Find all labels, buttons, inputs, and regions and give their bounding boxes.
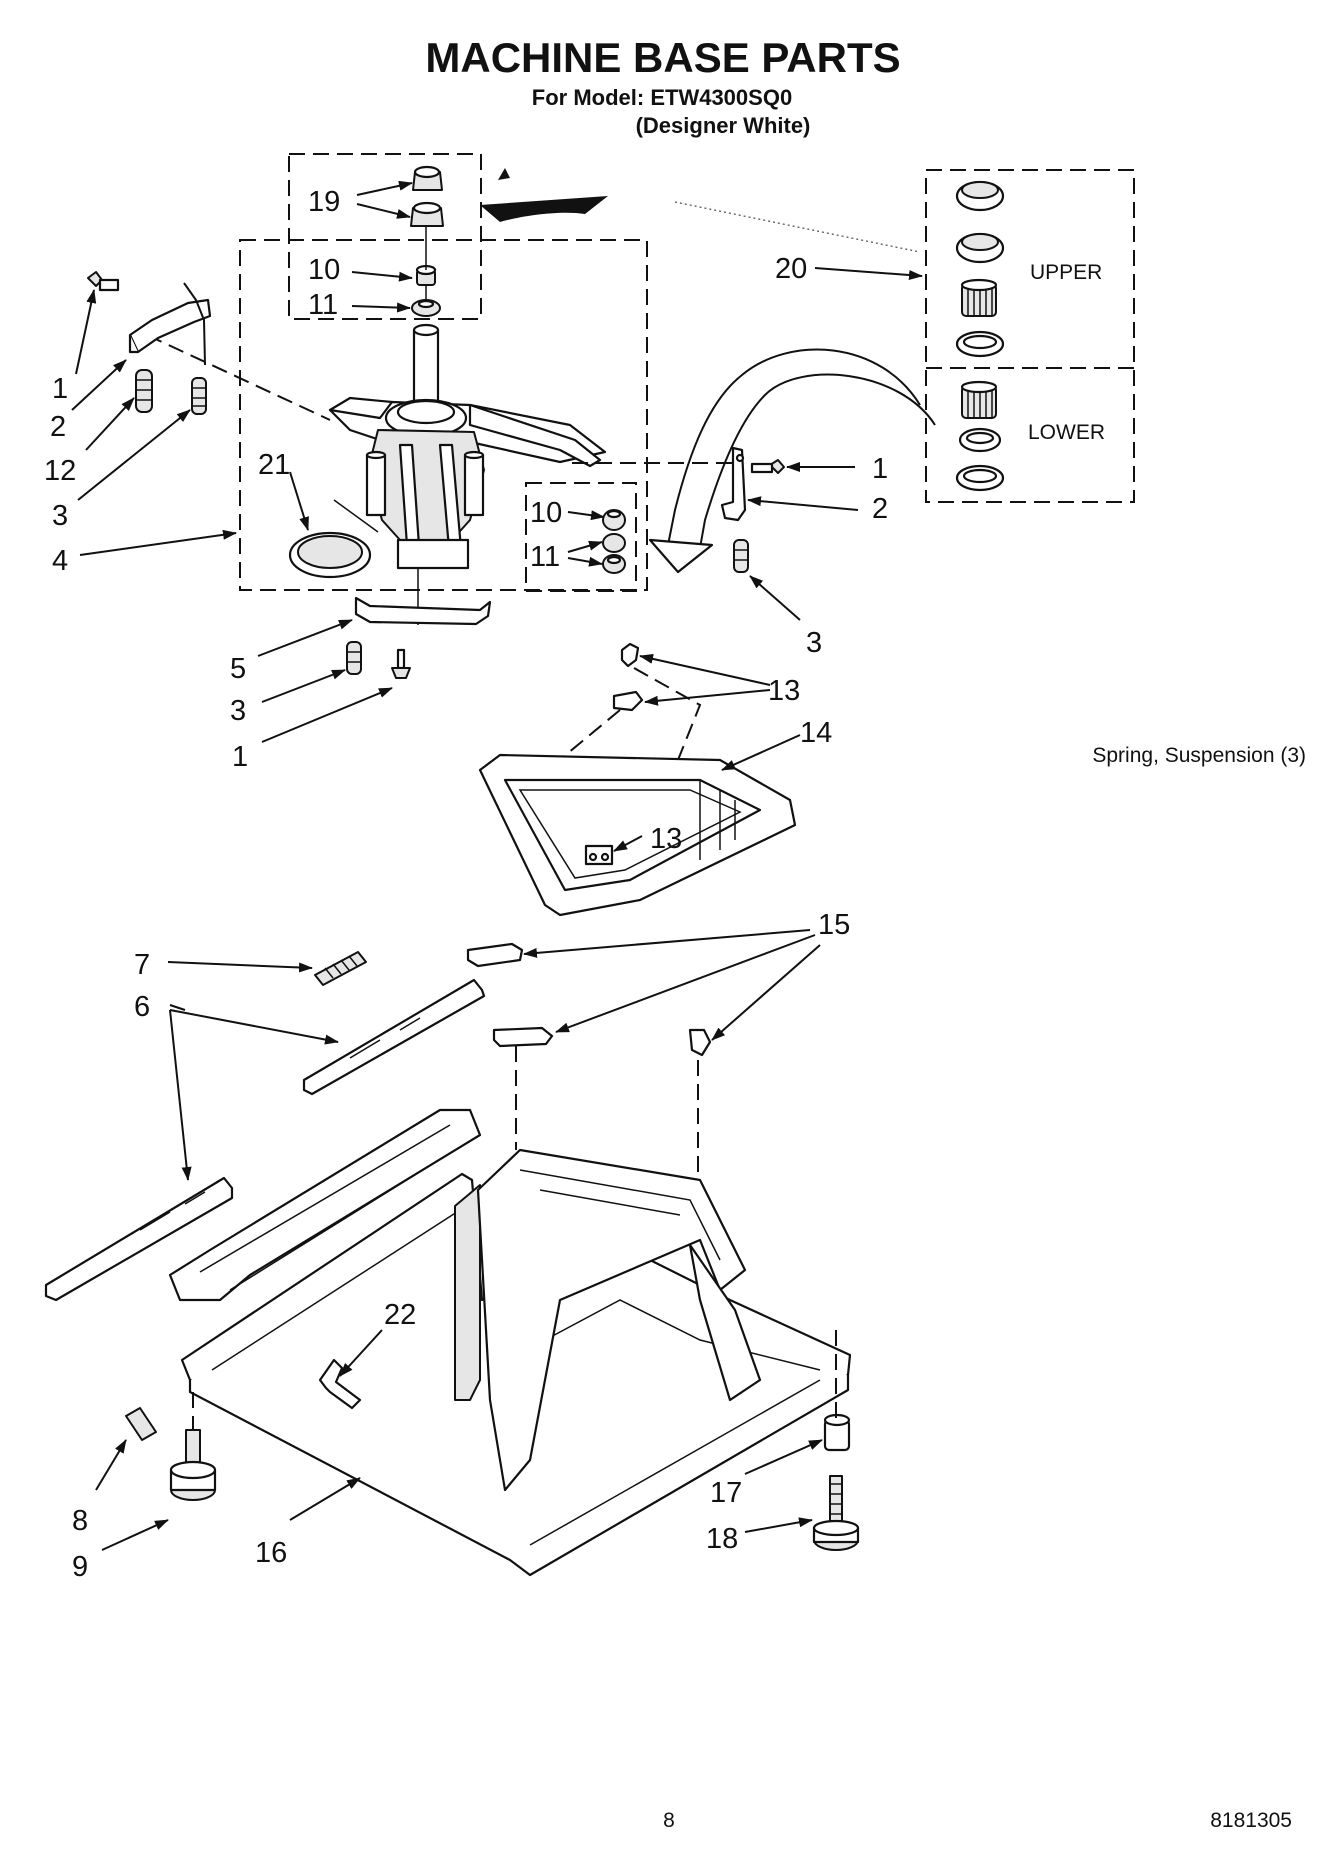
callout-6: 6 [134,991,150,1023]
page-title: MACHINE BASE PARTS [425,34,900,81]
left-bracket-part-2 [128,282,212,366]
spring-suspension-note: Spring, Suspension (3) [1092,744,1306,767]
callout-5: 5 [230,653,246,685]
direction-marker [480,168,921,253]
snubber-pad-part-13-upper [620,642,640,668]
callout-3-right: 3 [806,627,822,659]
callout-17: 17 [710,1477,742,1509]
leader-lines [71,180,923,1551]
callout-13-upper: 13 [768,675,800,707]
callout-1-left: 1 [52,373,68,405]
clip-part-22 [318,1358,362,1410]
bolt-part-1-right [750,459,785,474]
callout-12: 12 [44,455,76,487]
snubber-part-19 [410,165,444,227]
bearing-upper-race [960,278,998,317]
washer-part-11-upper [411,299,441,317]
rail-part-6-upper [302,978,486,1096]
leveling-leg-part-18 [812,1330,860,1551]
page-number: 8 [663,1809,675,1832]
callout-3-left: 3 [52,500,68,532]
bearing-ring-part-21 [288,499,379,579]
leveling-leg-part-9 [169,1392,217,1501]
drive-shaft [412,323,440,407]
callout-11-upper: 11 [308,289,338,321]
callout-10-upper: 10 [308,254,340,286]
bearing-upper-seal-1 [955,180,1005,212]
bearing-upper-ring [955,330,1005,358]
leg-bushing-part-17 [823,1413,851,1452]
callout-4: 4 [52,545,68,577]
callout-11-lower: 11 [530,541,560,573]
callout-1-right: 1 [872,453,888,485]
drive-assembly-dashed-box [239,239,648,591]
snubber-pad-part-13-middle [612,690,644,712]
bushing-part-10-lower [602,509,626,531]
spring-part-3-left [191,377,207,415]
rail-part-6-lower [44,1176,234,1302]
leveling-bracket-part-15-c [688,1028,712,1057]
base-frame-part-16 [168,1108,852,1577]
callout-labels: 19 10 11 20 1 2 12 3 21 4 10 11 1 2 3 5 … [44,186,888,1583]
callout-3-bottom: 3 [230,695,246,727]
callout-7: 7 [134,949,150,981]
bearing-kit-lower-label: LOWER [1028,421,1105,444]
callout-14: 14 [800,717,832,749]
callout-2-right: 2 [872,493,888,525]
right-bracket-part-2 [720,446,747,522]
gearcase-mounting-plate [328,396,607,625]
mounting-kit-dashed-box [525,482,637,592]
foot-pad-part-8 [125,1407,157,1441]
callout-8: 8 [72,1505,88,1537]
bearing-kit-dashed-box [925,169,1135,503]
callout-15: 15 [818,909,850,941]
bottom-bracket-part-5 [354,596,492,626]
bearing-lower-ring-2 [955,464,1005,492]
callout-18: 18 [706,1523,738,1555]
snubber-kit-dashed-box [288,153,482,320]
bracket-leader-left [146,334,331,421]
bolt-part-1-bottom [391,648,411,679]
snubber-pad-dashed-path [633,667,702,801]
leveling-bracket-part-15-b [492,1026,554,1048]
callout-1-bottom: 1 [232,741,248,773]
callout-9: 9 [72,1551,88,1583]
callout-13-lower: 13 [650,823,682,855]
snubber-pad-part-13-lower [584,844,614,866]
model-line: For Model: ETW4300SQ0 [532,85,792,110]
tub-support-part-14 [478,753,797,917]
variant-line: (Designer White) [636,113,811,138]
document-number: 8181305 [1210,1809,1292,1832]
callout-2-left: 2 [50,411,66,443]
callout-10-lower: 10 [530,497,562,529]
washer-part-11-lower [602,533,626,574]
callout-19: 19 [308,186,340,218]
bearing-lower-race [960,380,998,419]
callout-21: 21 [258,449,290,481]
callout-20: 20 [775,253,807,285]
leveling-bracket-part-15-a [466,942,524,968]
bearing-kit-curved-arrow [648,348,936,574]
spring-part-12 [135,369,153,413]
spring-part-3-bottom [346,641,362,675]
spring-part-3-right [733,539,749,573]
bearing-lower-ring-1 [958,427,1002,453]
spring-part-7 [314,951,367,986]
bearing-upper-seal-2 [955,232,1005,264]
bolt-part-1-left [87,271,120,292]
snubber-pad-dashed-path-2 [561,709,621,759]
callout-22: 22 [384,1299,416,1331]
bearing-kit-upper-label: UPPER [1030,261,1102,284]
callout-16: 16 [255,1537,287,1569]
